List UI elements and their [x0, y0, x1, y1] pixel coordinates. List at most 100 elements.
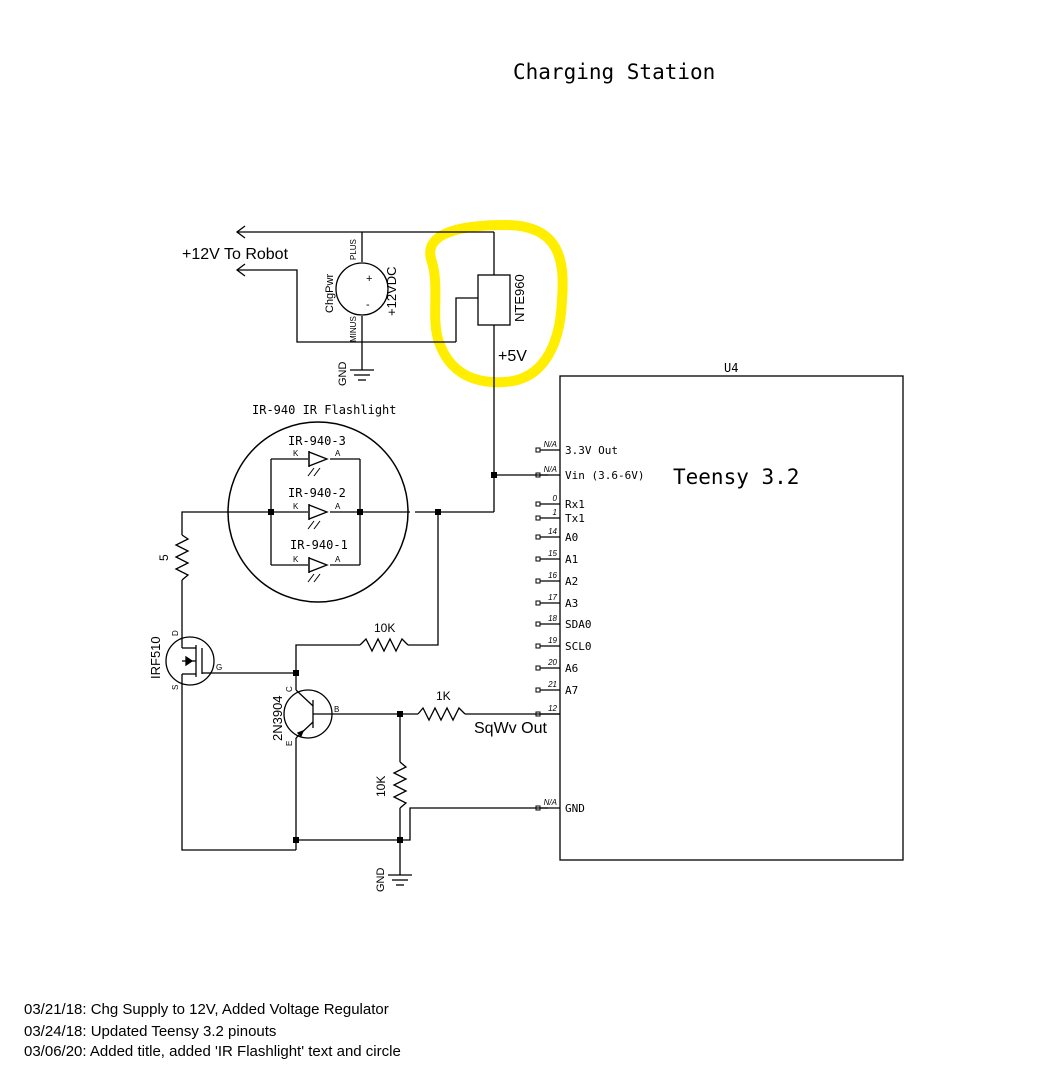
teensy-pin: 15 A1 [535, 549, 578, 566]
five-volt-label: +5V [498, 348, 527, 365]
teensy-pin: N/A GND [535, 798, 585, 815]
resistor-1k-label: 1K [436, 689, 451, 703]
resistor-5 [174, 534, 190, 581]
pin-number: 19 [548, 636, 557, 645]
teensy-name: Teensy 3.2 [673, 465, 799, 489]
pin-number: 20 [547, 658, 557, 667]
supply-minus-label: MINUS [349, 316, 358, 342]
resistor-1k [417, 706, 466, 722]
pin-name: Rx1 [565, 498, 585, 511]
sqwv-label: SqWv Out [474, 720, 547, 737]
wires [181, 231, 560, 875]
regulator-label: NTE960 [512, 274, 527, 322]
pin-number: N/A [544, 440, 557, 449]
supply-voltage: +12VDC [384, 267, 399, 317]
pin-name: A2 [565, 575, 578, 588]
led3-a: A [335, 449, 341, 458]
revision-note: 03/21/18: Chg Supply to 12V, Added Volta… [24, 1001, 389, 1018]
mosfet-pin-g: G [216, 663, 222, 672]
resistor-10k-top-label: 10K [374, 621, 395, 635]
teensy-pin: 21 A7 [535, 680, 578, 697]
mosfet-label: IRF510 [148, 636, 163, 679]
pin-number: 18 [548, 614, 557, 623]
ground-symbol-top [350, 369, 374, 381]
transistor-label: 2N3904 [270, 695, 285, 741]
resistor-10k-top [359, 637, 409, 653]
led1-k: K [293, 555, 299, 564]
teensy-pin: 18 SDA0 [535, 614, 592, 631]
resistor-10k-bottom-label: 10K [374, 776, 388, 797]
pin-number: 17 [548, 593, 557, 602]
pin-name: GND [565, 802, 585, 815]
pin-number: 21 [547, 680, 557, 689]
pin-number: 15 [548, 549, 557, 558]
teensy-pin: 0 Rx1 [535, 494, 585, 511]
led2-k: K [293, 502, 299, 511]
pin-name: A7 [565, 684, 578, 697]
power-supply: + - ChgPwr PLUS MINUS +12VDC [324, 239, 399, 342]
gnd-label-bottom: GND [375, 868, 387, 893]
mosfet-pin-d: D [171, 630, 180, 636]
transistor-pin-e: E [285, 741, 294, 746]
supply-plus-label: PLUS [349, 239, 358, 260]
supply-minus-pin: - [366, 299, 370, 311]
pin-terminal [535, 501, 541, 507]
resistor-10k-bottom [392, 761, 408, 809]
resistor-5-label: 5 [157, 554, 171, 561]
revision-note: 03/24/18: Updated Teensy 3.2 pinouts [24, 1023, 277, 1040]
mosfet-irf510 [165, 632, 215, 690]
teensy-pin: 16 A2 [535, 571, 578, 588]
pin-terminal [535, 600, 541, 606]
teensy-pin: 19 SCL0 [535, 636, 592, 653]
diagram-title: Charging Station [513, 60, 715, 84]
led1-a: A [335, 555, 341, 564]
regulator-highlight [425, 219, 568, 388]
supply-plus-pin: + [366, 273, 372, 285]
pin-number: 16 [548, 571, 557, 580]
teensy-body [559, 375, 904, 861]
led-ir-940-2: IR-940-2 K A [288, 486, 346, 530]
revision-note: 03/06/20: Added title, added 'IR Flashli… [24, 1043, 401, 1060]
gnd-label-top: GND [337, 362, 349, 387]
teensy-pin: 12 [535, 704, 560, 717]
teensy-ref: U4 [724, 361, 738, 375]
ground-symbol-bottom [388, 874, 412, 886]
led-ir-940-3: IR-940-3 K A [288, 434, 346, 477]
junction-dots [268, 472, 497, 843]
led-ir-940-1: IR-940-1 K A [290, 538, 348, 583]
led2-a: A [335, 502, 341, 511]
robot-output-label: +12V To Robot [182, 246, 289, 263]
pin-name: SCL0 [565, 640, 592, 653]
transistor-2n3904 [283, 689, 333, 739]
teensy-pin: 20 A6 [535, 658, 578, 675]
pin-number: 1 [553, 508, 557, 517]
led3-label: IR-940-3 [288, 434, 346, 448]
regulator-body [477, 274, 511, 326]
mosfet-pin-s: S [171, 685, 180, 690]
transistor-pin-b: B [334, 705, 339, 714]
pin-name: SDA0 [565, 618, 592, 631]
pin-name: A1 [565, 553, 578, 566]
flashlight-circle [227, 421, 409, 603]
pin-name: A6 [565, 662, 578, 675]
robot-arrows [235, 225, 246, 277]
led1-label: IR-940-1 [290, 538, 348, 552]
pin-name: A0 [565, 531, 578, 544]
pin-number: N/A [544, 798, 557, 807]
pin-number: N/A [544, 465, 557, 474]
pin-name: Vin (3.6-6V) [565, 469, 644, 482]
pin-terminal [535, 687, 541, 693]
pin-number: 0 [553, 494, 558, 503]
pin-terminal [535, 643, 541, 649]
pin-terminal [535, 515, 541, 521]
led3-k: K [293, 449, 299, 458]
flashlight-label: IR-940 IR Flashlight [252, 403, 397, 417]
pin-terminal [535, 534, 541, 540]
pin-terminal [535, 578, 541, 584]
